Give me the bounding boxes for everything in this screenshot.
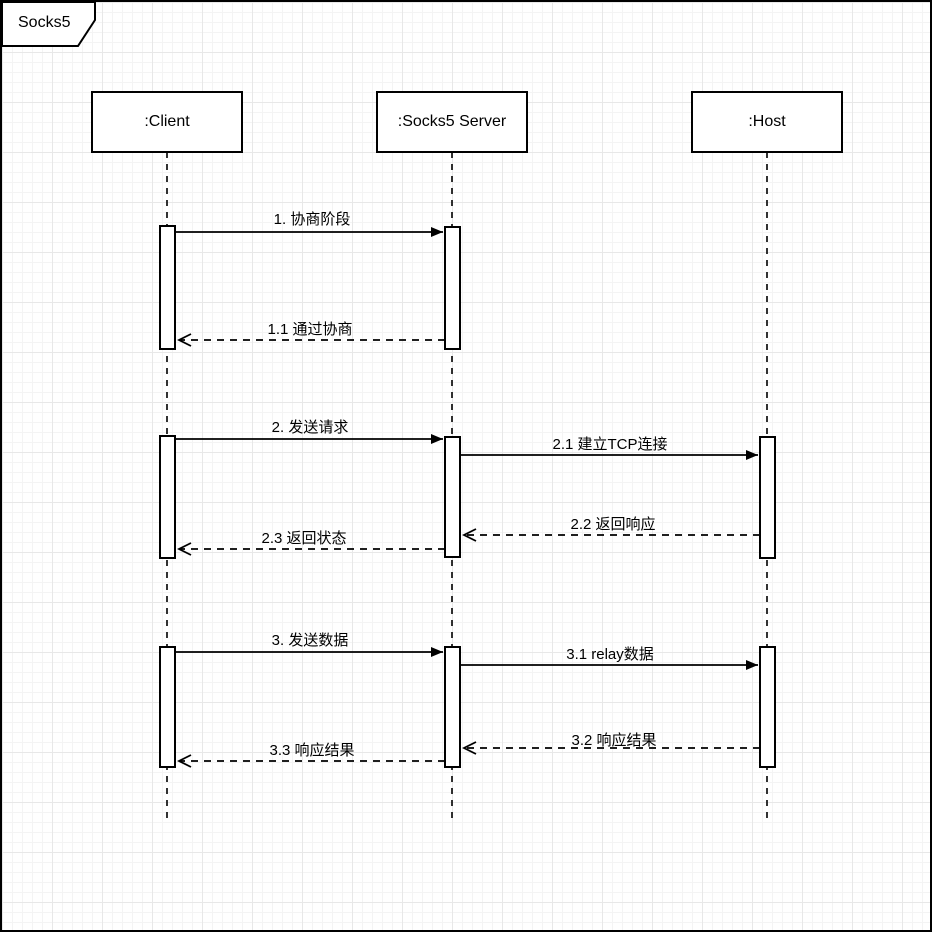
actor-box-socks5-server	[376, 91, 528, 153]
message-label-2-3: 2.3 返回状态	[261, 530, 347, 547]
actor-label-socks5-server: :Socks5 Server	[397, 113, 507, 130]
message-label-3-2: 3.2 响应结果	[571, 732, 657, 749]
activation-server-phase3	[444, 646, 461, 768]
message-label-2: 2. 发送请求	[271, 419, 349, 436]
actor-label-host: :Host	[748, 113, 786, 130]
message-label-3: 3. 发送数据	[271, 632, 349, 649]
message-label-2-1: 2.1 建立TCP连接	[552, 436, 668, 453]
activation-client-phase2	[159, 435, 176, 559]
frame-title-tab	[2, 2, 96, 47]
actor-box-host	[691, 91, 843, 153]
activation-server-phase1	[444, 226, 461, 350]
actor-label-client: :Client	[144, 113, 190, 130]
frame-title: Socks5	[18, 14, 71, 31]
activation-client-phase3	[159, 646, 176, 768]
activation-host-phase3	[759, 646, 776, 768]
activation-client-phase1	[159, 225, 176, 350]
actor-box-client	[91, 91, 243, 153]
message-label-1-1: 1.1 通过协商	[267, 321, 353, 338]
activation-host-phase2	[759, 436, 776, 559]
activation-server-phase2	[444, 436, 461, 558]
message-label-1: 1. 协商阶段	[273, 211, 351, 228]
message-label-3-3: 3.3 响应结果	[269, 742, 355, 759]
message-label-3-1: 3.1 relay数据	[566, 646, 654, 663]
message-label-2-2: 2.2 返回响应	[570, 516, 656, 533]
